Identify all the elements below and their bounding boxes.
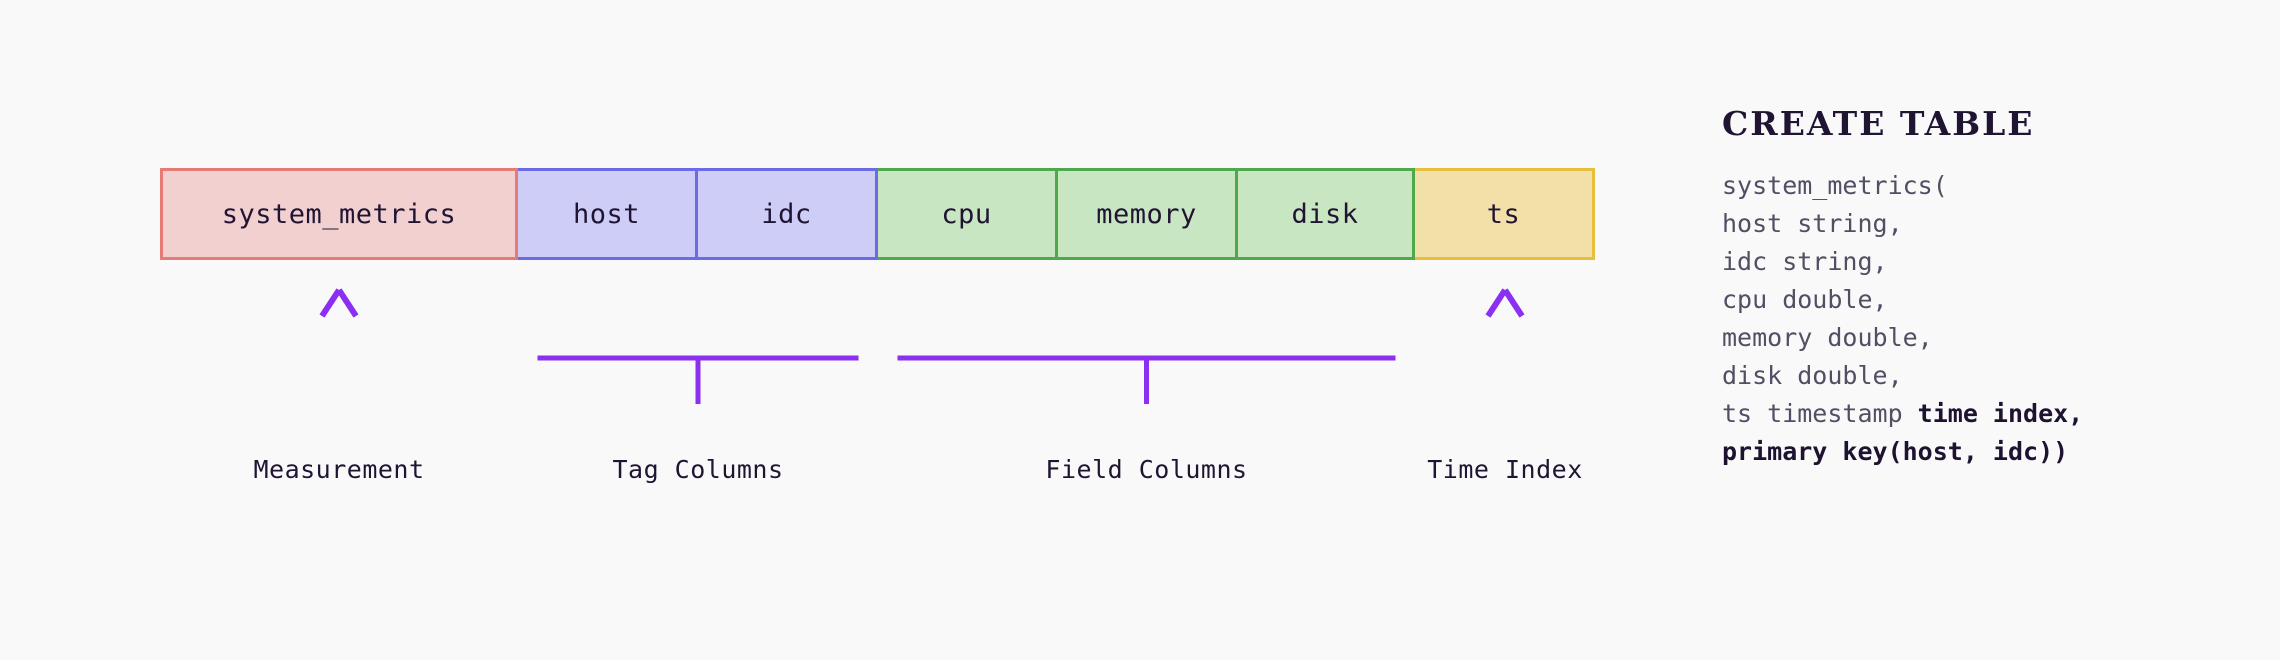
sql-line: ts timestamp time index, <box>1722 395 2242 433</box>
column-group-measurement: system_metrics <box>160 168 518 260</box>
group-caption-time: Time Index <box>1427 455 1583 484</box>
sql-text: memory double, <box>1722 323 1933 352</box>
column-label: memory <box>1096 198 1197 230</box>
arrow-head-time <box>1485 288 1525 318</box>
create-table-source: system_metrics(host string, idc string, cp… <box>1722 167 2242 471</box>
sql-line: system_metrics( <box>1722 167 2242 205</box>
column-cell-disk[interactable]: disk <box>1238 168 1415 260</box>
arrow-head-measurement <box>319 288 359 318</box>
group-caption-measurement: Measurement <box>253 455 425 484</box>
create-table-heading: CREATE TABLE <box>1722 104 2035 143</box>
sql-text: ts timestamp <box>1722 399 1918 428</box>
column-group-field: cpu memory disk <box>878 168 1415 260</box>
sql-line: host string, <box>1722 205 2242 243</box>
column-cell-idc[interactable]: idc <box>698 168 878 260</box>
sql-text: cpu double, <box>1722 285 1888 314</box>
column-label: cpu <box>941 198 992 230</box>
column-cell-system_metrics[interactable]: system_metrics <box>160 168 518 260</box>
sql-text: disk double, <box>1722 361 1903 390</box>
create-table-panel: CREATE TABLE system_metrics(host string,… <box>1722 104 2242 471</box>
column-label: ts <box>1486 198 1521 230</box>
sql-line: memory double, <box>1722 319 2242 357</box>
sql-line: disk double, <box>1722 357 2242 395</box>
column-group-tag: host idc <box>518 168 878 260</box>
sql-text: system_metrics( <box>1722 171 1948 200</box>
sql-line: idc string, <box>1722 243 2242 281</box>
group-caption-field: Field Columns <box>1045 455 1248 484</box>
sql-text: idc string, <box>1722 247 1888 276</box>
column-cell-memory[interactable]: memory <box>1058 168 1238 260</box>
sql-line: cpu double, <box>1722 281 2242 319</box>
column-cell-host[interactable]: host <box>518 168 698 260</box>
column-cell-cpu[interactable]: cpu <box>878 168 1058 260</box>
column-cell-ts[interactable]: ts <box>1415 168 1595 260</box>
group-caption-tag: Tag Columns <box>612 455 784 484</box>
column-label: idc <box>761 198 812 230</box>
column-label: host <box>572 198 641 230</box>
sql-keyword: primary key(host, idc)) <box>1722 437 2069 466</box>
schema-strip: system_metrics host idc cpu memory disk ts <box>160 168 1595 260</box>
column-label: system_metrics <box>221 198 457 230</box>
sql-line: primary key(host, idc)) <box>1722 433 2242 471</box>
column-label: disk <box>1291 198 1359 230</box>
sql-text: host string, <box>1722 209 1903 238</box>
sql-keyword: time index, <box>1917 399 2084 428</box>
column-group-time: ts <box>1415 168 1595 260</box>
